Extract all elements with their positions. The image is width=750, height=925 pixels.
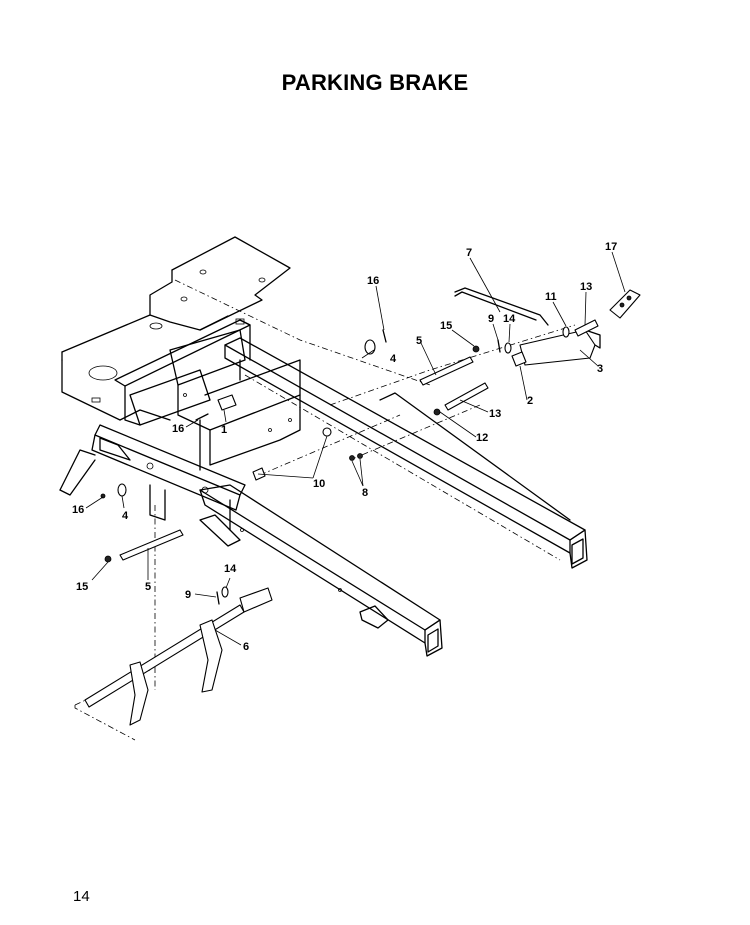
hardware-parts	[100, 289, 641, 605]
brake-shaft	[84, 587, 273, 726]
callout-1: 1	[221, 424, 227, 436]
page-number: 14	[73, 888, 90, 905]
brake-pedal-arm	[519, 329, 601, 366]
left-frame-rail	[199, 484, 443, 657]
leader-lines	[85, 251, 626, 646]
callout-labels: 17 7 13 11 16 9 14 15 5 4 3 2 13 12 1 16…	[72, 241, 617, 653]
callout-15-upper: 15	[440, 320, 452, 332]
frame-deck-plate	[61, 236, 431, 421]
callout-16-mid: 16	[172, 423, 184, 435]
callout-11: 11	[545, 291, 557, 303]
right-frame-rail	[224, 337, 588, 569]
callout-7: 7	[466, 247, 472, 259]
callout-13-upper: 13	[580, 281, 592, 293]
callout-16-left: 16	[72, 504, 84, 516]
callout-3: 3	[597, 363, 603, 375]
callout-15-lower: 15	[76, 581, 88, 593]
brake-link-rod	[454, 287, 549, 326]
callout-2: 2	[527, 395, 533, 407]
callout-8: 8	[362, 487, 368, 499]
callout-14-lower: 14	[224, 563, 237, 575]
callout-17: 17	[605, 241, 617, 253]
callout-13-lower: 13	[489, 408, 501, 420]
page-title: PARKING BRAKE	[281, 70, 469, 95]
callout-6: 6	[243, 641, 249, 653]
callout-12: 12	[476, 432, 488, 444]
callout-9-upper: 9	[488, 313, 494, 325]
callout-14-upper: 14	[503, 313, 516, 325]
callout-10: 10	[313, 478, 325, 490]
callout-5-upper: 5	[416, 335, 422, 347]
callout-16-upper: 16	[367, 275, 379, 287]
callout-9-lower: 9	[185, 589, 191, 601]
callout-4-left: 4	[122, 510, 129, 522]
front-cross-member	[59, 424, 246, 531]
callout-4-upper: 4	[390, 353, 397, 365]
callout-5-lower: 5	[145, 581, 151, 593]
main-frame-box	[114, 319, 301, 471]
